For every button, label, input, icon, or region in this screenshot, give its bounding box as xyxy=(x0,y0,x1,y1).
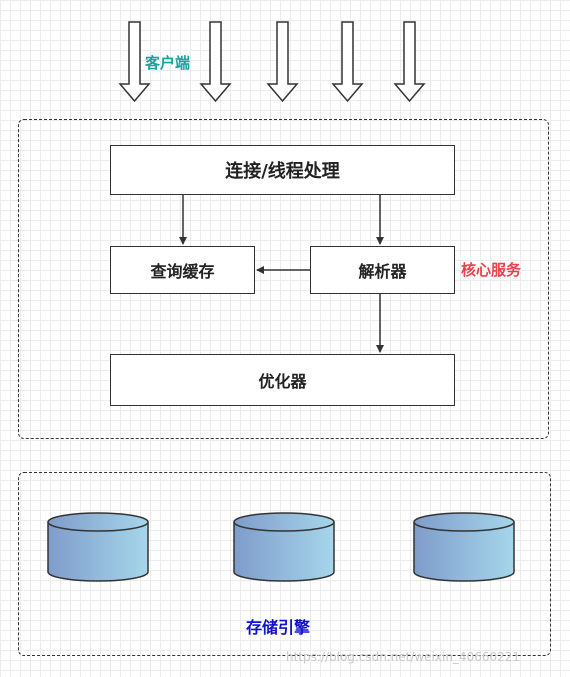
client-label: 客户端 xyxy=(145,54,191,72)
client-arrows xyxy=(118,21,426,103)
parser-box: 解析器 xyxy=(310,246,455,294)
client-arrow-2 xyxy=(199,21,232,103)
storage-engine-label: 存储引擎 xyxy=(246,618,311,637)
connection-thread-box: 连接/线程处理 xyxy=(110,145,455,195)
client-arrow-3 xyxy=(266,21,299,103)
optimizer-box: 优化器 xyxy=(110,354,455,406)
client-arrow-5 xyxy=(393,21,426,103)
core-service-region xyxy=(18,119,549,439)
client-arrow-4 xyxy=(331,21,364,103)
query-cache-box: 查询缓存 xyxy=(110,246,255,294)
watermark-text: https://blog.csdn.net/weixin_40660221 xyxy=(286,650,521,664)
core-service-label: 核心服务 xyxy=(461,261,522,279)
storage-engine-region xyxy=(18,472,551,656)
